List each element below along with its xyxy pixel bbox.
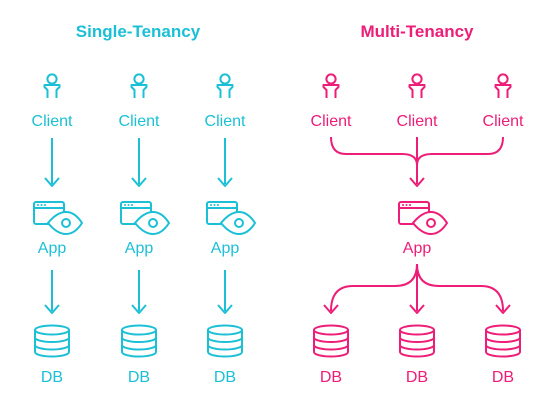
arrow-head	[323, 304, 339, 314]
single-column-1: Client App DB	[32, 73, 83, 386]
split-arrow-right	[416, 263, 504, 312]
client-label: Client	[32, 113, 73, 130]
merge-connector-left	[330, 136, 418, 166]
db-label: DB	[214, 369, 236, 386]
browser-eye-icon	[120, 201, 170, 235]
arrow-head	[217, 177, 233, 187]
person-icon	[43, 73, 61, 99]
arrow-head	[131, 304, 147, 314]
client-label: Client	[311, 113, 352, 130]
multi-tenancy-title: Multi-Tenancy	[360, 22, 474, 41]
browser-eye-icon	[206, 201, 256, 235]
app-label: App	[38, 240, 67, 257]
db-label: DB	[41, 369, 63, 386]
browser-eye-icon	[33, 201, 83, 235]
person-icon	[494, 73, 512, 99]
arrow-head	[44, 177, 60, 187]
person-icon	[130, 73, 148, 99]
database-icon	[485, 324, 521, 358]
multi-tenancy-section: Multi-Tenancy Client Client Client App D…	[311, 22, 524, 386]
person-icon	[216, 73, 234, 99]
arrow-head	[131, 177, 147, 187]
person-icon	[408, 73, 426, 99]
db-label: DB	[320, 369, 342, 386]
single-tenancy-title: Single-Tenancy	[76, 22, 201, 41]
merge-connector-right	[416, 136, 504, 166]
browser-eye-icon	[398, 201, 448, 235]
app-label: App	[403, 240, 432, 257]
database-icon	[121, 324, 157, 358]
single-tenancy-section: Single-Tenancy Client App DB Client App	[32, 22, 256, 386]
app-label: App	[125, 240, 154, 257]
database-icon	[34, 324, 70, 358]
database-icon	[313, 324, 349, 358]
db-label: DB	[128, 369, 150, 386]
client-label: Client	[119, 113, 160, 130]
person-icon	[322, 73, 340, 99]
arrow-head	[44, 304, 60, 314]
database-icon	[207, 324, 243, 358]
db-label: DB	[492, 369, 514, 386]
db-label: DB	[406, 369, 428, 386]
split-arrow-left	[330, 263, 418, 312]
arrow-head	[217, 304, 233, 314]
database-icon	[399, 324, 435, 358]
arrow-head	[409, 177, 425, 187]
client-label: Client	[397, 113, 438, 130]
client-label: Client	[483, 113, 524, 130]
arrow-head	[495, 304, 511, 314]
single-column-3: Client App DB	[205, 73, 256, 386]
app-label: App	[211, 240, 240, 257]
single-column-2: Client App DB	[119, 73, 170, 386]
arrow-head	[409, 304, 425, 314]
client-label: Client	[205, 113, 246, 130]
